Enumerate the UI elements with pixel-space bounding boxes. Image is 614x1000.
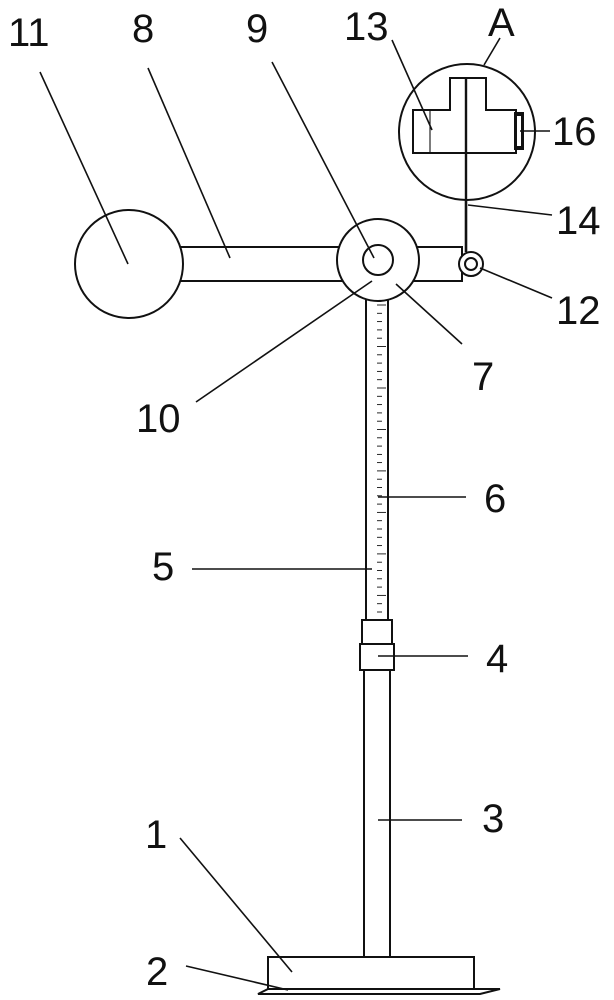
arm-extension [411,246,463,282]
label-13: 13 [344,5,389,49]
label-10: 10 [136,397,181,441]
base-plate [267,956,475,990]
leader-9 [271,61,375,259]
leader-13 [391,39,433,131]
hook-ring-inner [464,257,478,271]
coupling-sleeve [359,619,395,671]
leader-lines [39,37,553,991]
base-foot [257,988,501,995]
label-3: 3 [482,797,504,841]
leader-14 [467,204,553,216]
sleeve-lower [359,643,395,671]
upper-scale-tube [365,294,389,621]
label-6: 6 [484,477,506,521]
base-assembly [257,956,501,995]
leader-1 [179,837,293,973]
scale-ticks [377,304,386,613]
label-9: 9 [246,7,268,51]
leader-a [483,37,501,66]
counterweight-disc [74,209,184,319]
leader-12 [479,267,553,299]
label-12: 12 [556,289,601,333]
magnet-strip-inner [517,116,521,146]
sleeve-upper [361,619,393,645]
horizontal-arm [177,246,344,282]
label-2: 2 [146,950,168,994]
weight-block [412,77,517,154]
detail-view-a [398,63,536,201]
leader-10 [195,280,373,403]
label-5: 5 [152,545,174,589]
leader-8 [147,67,231,259]
label-4: 4 [486,637,508,681]
leader-2 [185,965,289,991]
reference-labels: 1 2 3 4 5 6 7 8 9 10 11 12 13 14 16 A [8,1,601,994]
label-1: 1 [145,813,167,857]
pivot-pin [362,244,394,276]
label-16: 16 [552,110,597,154]
label-14: 14 [556,199,601,243]
lower-tube [363,664,391,958]
label-a: A [488,1,515,45]
label-8: 8 [132,7,154,51]
leader-11 [39,71,129,265]
label-7: 7 [472,355,494,399]
leader-7 [395,283,463,345]
label-11: 11 [8,11,50,55]
